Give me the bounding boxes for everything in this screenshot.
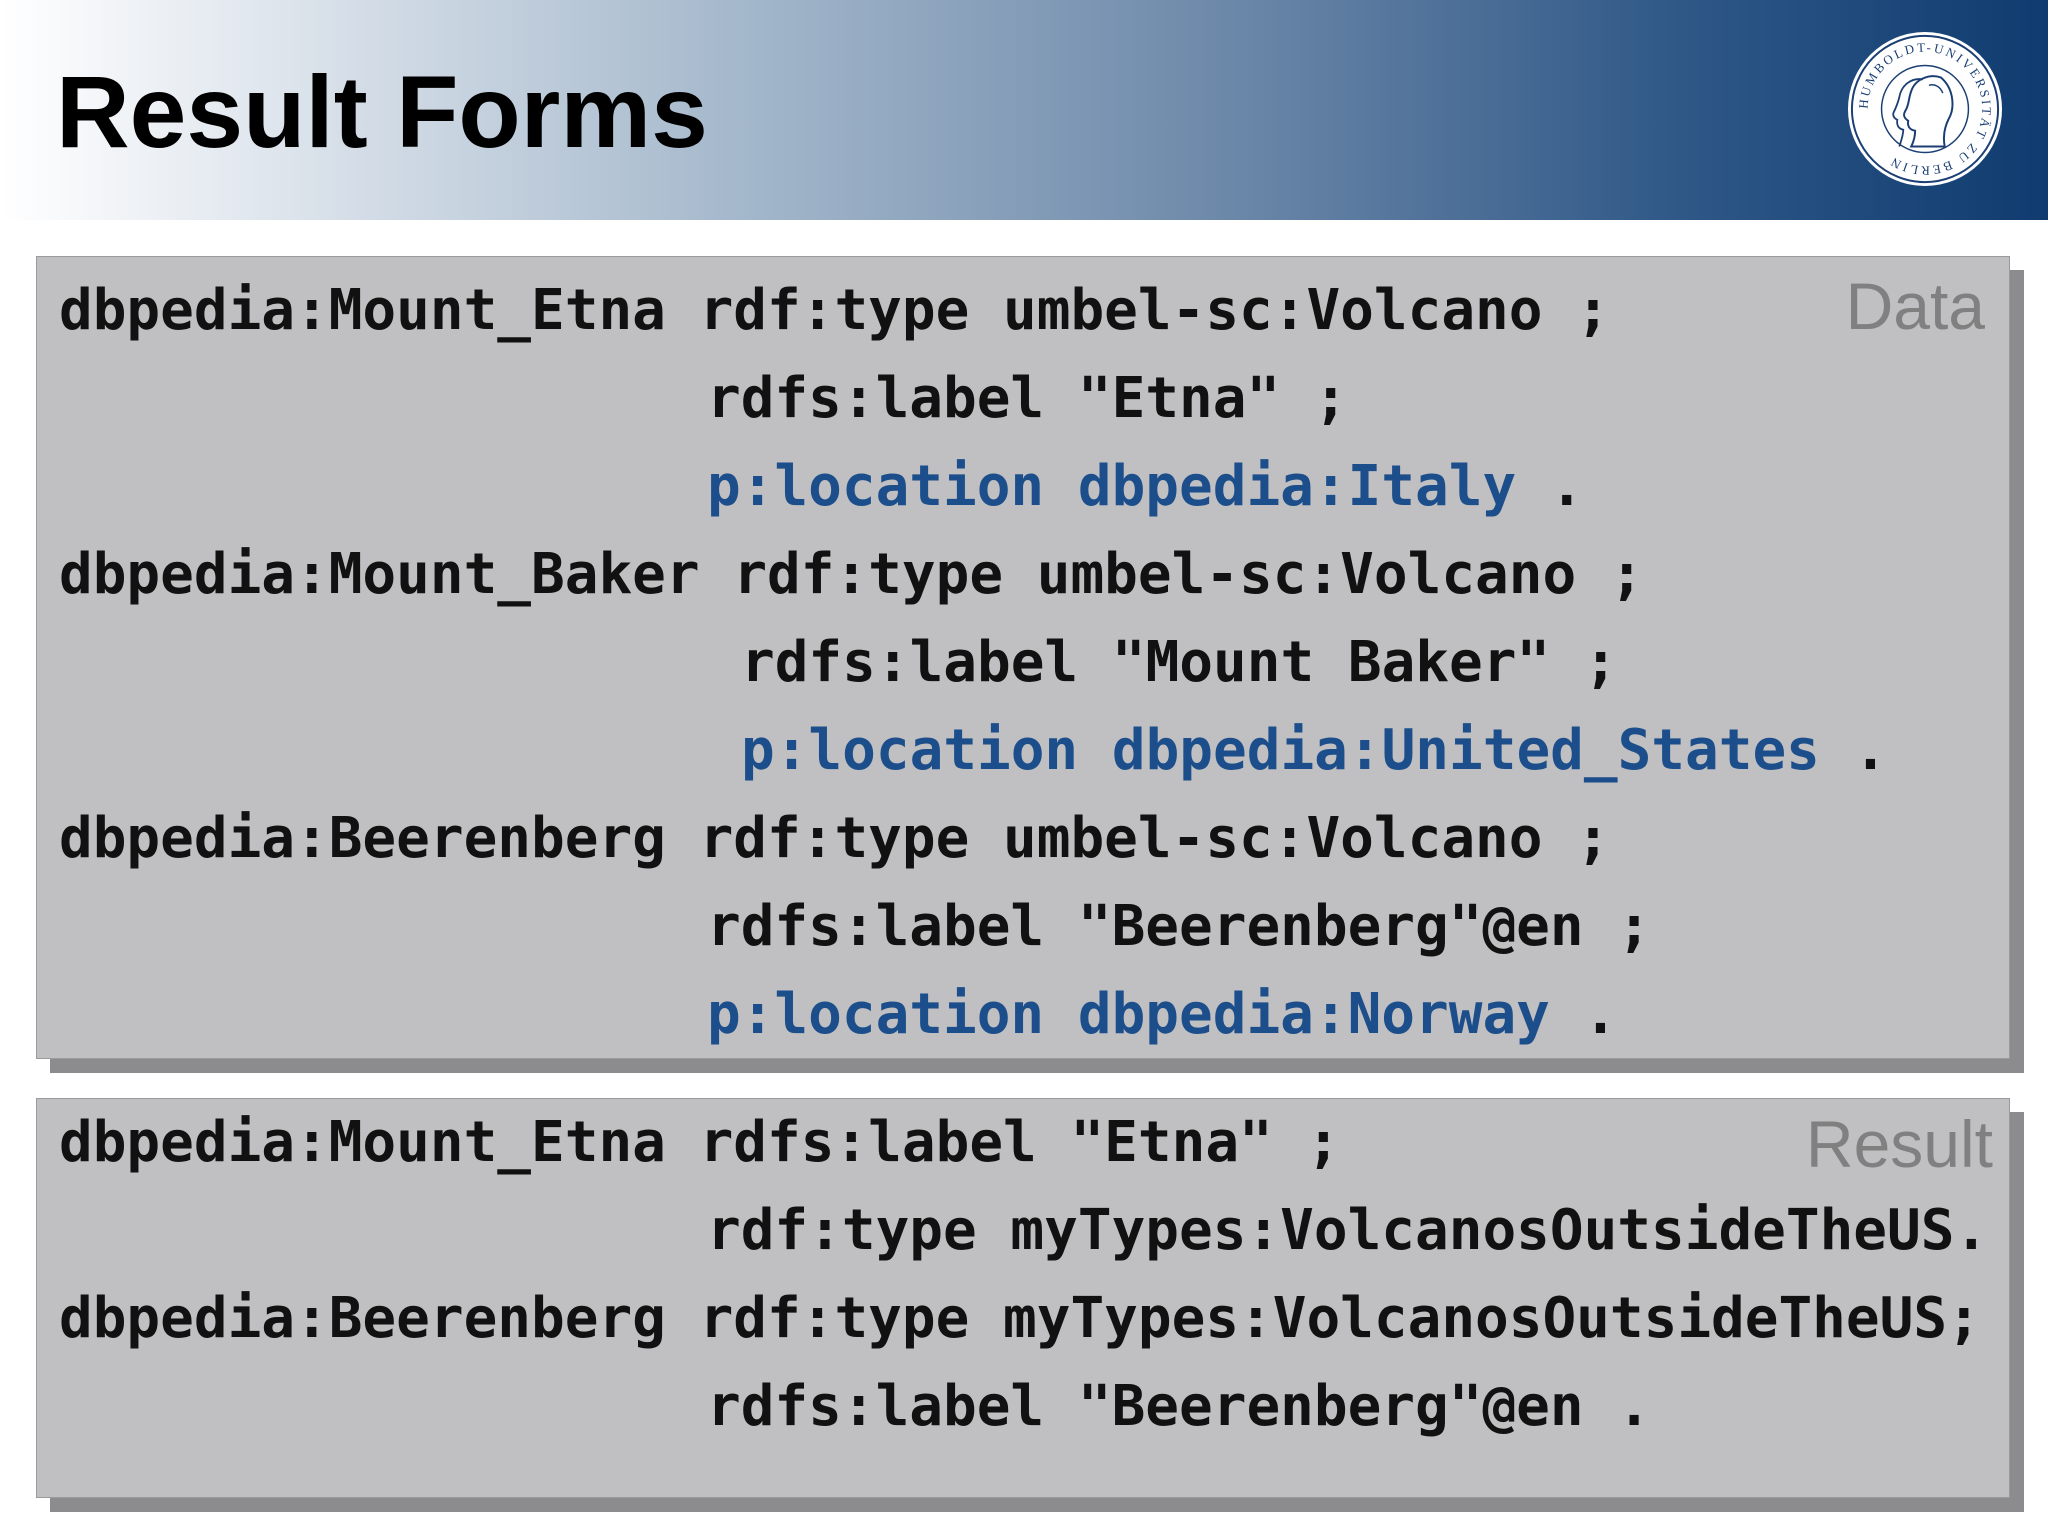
triple-terminator: . bbox=[1549, 982, 1618, 1047]
result-line: rdfs:label "Beerenberg"@en . bbox=[59, 1363, 1988, 1451]
humboldt-university-seal-icon: HUMBOLDT-UNIVERSITÄT ZU BERLIN bbox=[1847, 31, 2003, 187]
triple-predicate: rdf:type umbel-sc:Volcano ; bbox=[699, 278, 1610, 343]
page-title: Result Forms bbox=[56, 55, 708, 169]
triple-subject: dbpedia:Mount_Etna bbox=[59, 278, 666, 343]
triple-terminator: . bbox=[1516, 454, 1584, 519]
triple-predicate: rdfs:label "Beerenberg"@en . bbox=[707, 1374, 1652, 1439]
data-line: dbpedia:Beerenberg rdf:type umbel-sc:Vol… bbox=[59, 795, 1887, 883]
result-box: Result dbpedia:Mount_Etna rdfs:label "Et… bbox=[36, 1098, 2010, 1498]
highlighted-location: p:location dbpedia:Italy bbox=[707, 454, 1517, 519]
data-code-block: dbpedia:Mount_Etna rdf:type umbel-sc:Vol… bbox=[59, 267, 1887, 1059]
data-line: p:location dbpedia:United_States . bbox=[59, 707, 1887, 795]
data-line: p:location dbpedia:Italy . bbox=[59, 443, 1887, 531]
data-box: Data dbpedia:Mount_Etna rdf:type umbel-s… bbox=[36, 256, 2010, 1059]
triple-predicate: rdf:type myTypes:VolcanosOutsideTheUS. bbox=[707, 1198, 1989, 1263]
triple-predicate: rdf:type umbel-sc:Volcano ; bbox=[733, 542, 1644, 607]
triple-subject: dbpedia:Mount_Etna bbox=[59, 1110, 666, 1175]
slide-header: Result Forms HUMBOLDT-UNIVERSITÄT ZU BER… bbox=[0, 0, 2048, 220]
triple-predicate: rdfs:label "Etna" ; bbox=[699, 1110, 1341, 1175]
data-line: dbpedia:Mount_Etna rdf:type umbel-sc:Vol… bbox=[59, 267, 1887, 355]
triple-subject: dbpedia:Beerenberg bbox=[59, 806, 666, 871]
result-code-block: dbpedia:Mount_Etna rdfs:label "Etna" ;rd… bbox=[59, 1099, 1988, 1451]
data-box-label: Data bbox=[1845, 269, 1985, 343]
highlighted-location: p:location dbpedia:United_States bbox=[741, 718, 1820, 783]
data-line: rdfs:label "Beerenberg"@en ; bbox=[59, 883, 1887, 971]
triple-subject: dbpedia:Beerenberg bbox=[59, 1286, 666, 1351]
highlighted-location: p:location dbpedia:Norway bbox=[707, 982, 1550, 1047]
data-line: p:location dbpedia:Norway . bbox=[59, 971, 1887, 1059]
result-line: rdf:type myTypes:VolcanosOutsideTheUS. bbox=[59, 1187, 1988, 1275]
triple-predicate: rdfs:label "Mount Baker" ; bbox=[741, 630, 1618, 695]
result-line: dbpedia:Mount_Etna rdfs:label "Etna" ; bbox=[59, 1099, 1988, 1187]
triple-terminator: . bbox=[1819, 718, 1888, 783]
result-box-label: Result bbox=[1805, 1107, 1993, 1181]
triple-predicate: rdfs:label "Beerenberg"@en ; bbox=[707, 894, 1652, 959]
data-line: rdfs:label "Mount Baker" ; bbox=[59, 619, 1887, 707]
triple-predicate: rdf:type umbel-sc:Volcano ; bbox=[699, 806, 1610, 871]
data-line: rdfs:label "Etna" ; bbox=[59, 355, 1887, 443]
data-line: dbpedia:Mount_Baker rdf:type umbel-sc:Vo… bbox=[59, 531, 1887, 619]
triple-subject: dbpedia:Mount_Baker bbox=[59, 542, 700, 607]
triple-predicate: rdf:type myTypes:VolcanosOutsideTheUS; bbox=[699, 1286, 1981, 1351]
result-line: dbpedia:Beerenberg rdf:type myTypes:Volc… bbox=[59, 1275, 1988, 1363]
triple-predicate: rdfs:label "Etna" ; bbox=[707, 366, 1348, 431]
